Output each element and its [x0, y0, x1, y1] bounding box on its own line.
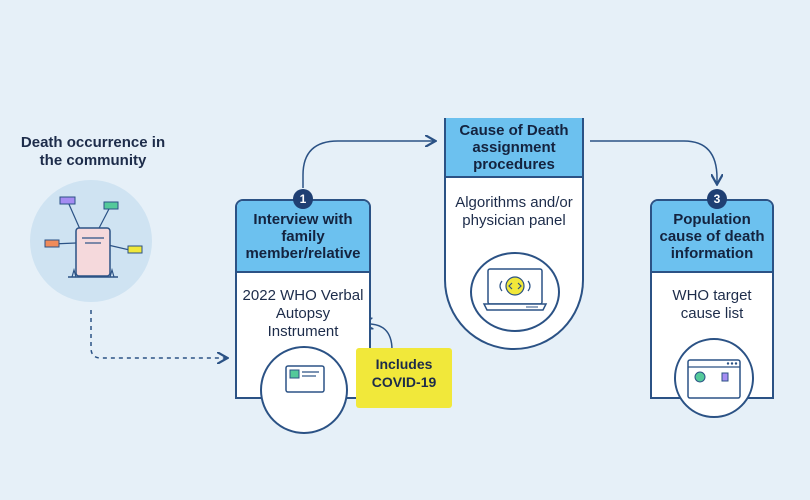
- step-title: Interview with family member/relative: [237, 201, 369, 273]
- step-body: 2022 WHO Verbal Autopsy Instrument: [242, 287, 364, 340]
- step-number-badge: 1: [293, 189, 313, 209]
- start-title: Death occurrence in the community: [20, 134, 166, 169]
- step-body: WHO target cause list: [672, 287, 752, 322]
- diagram-viewport: Death occurrence in the community Interv…: [20, 118, 774, 434]
- tombstone-with-notes-icon: [30, 180, 152, 302]
- arrow-start-to-interview: [90, 310, 226, 358]
- browser-charts-icon: [674, 338, 754, 418]
- step-title: Cause of Death assignment procedures: [446, 118, 582, 178]
- laptop-form-icon: [260, 346, 348, 434]
- step-card-cause-of-death: Cause of Death assignment procedures Alg…: [444, 118, 584, 350]
- laptop-code-icon: [470, 252, 560, 332]
- step-body: Algorithms and/or physician panel: [455, 194, 573, 229]
- step-title: Population cause of death information: [652, 201, 772, 273]
- step-card-population: Population cause of death information WH…: [650, 199, 774, 399]
- covid-callout: Includes COVID-19: [356, 348, 452, 408]
- arrow-cod-to-population: [590, 140, 717, 183]
- arrow-interview-to-cod: [302, 141, 434, 188]
- step-number-badge: 3: [707, 189, 727, 209]
